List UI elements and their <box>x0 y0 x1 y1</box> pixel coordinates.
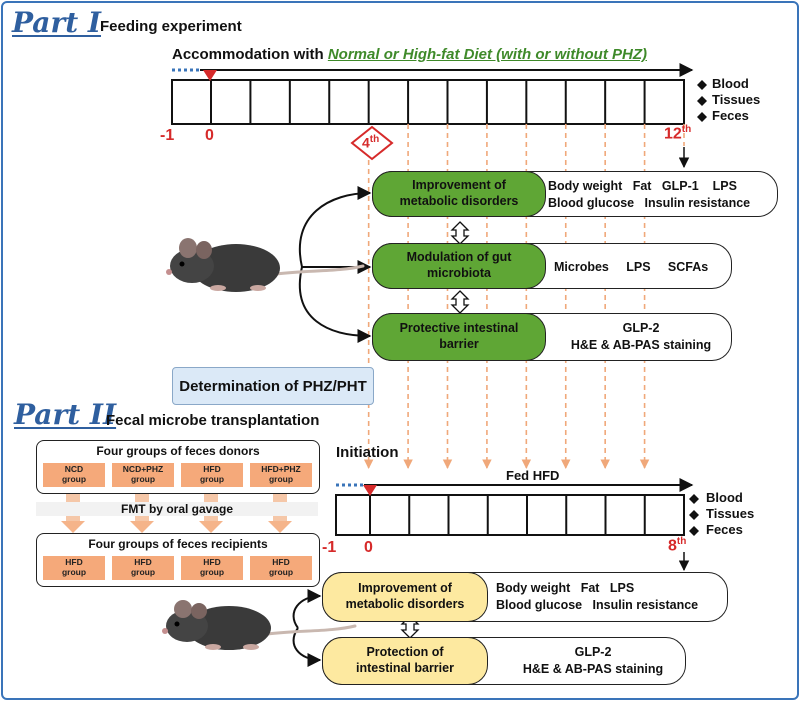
p1-row1-label: Improvement of metabolic disorders <box>372 171 546 217</box>
donor-group: NCD+PHZ group <box>112 463 174 487</box>
p2-row1-desc: Body weight Fat LPS Blood glucose Insuli… <box>496 581 699 612</box>
p2-tick-0: 0 <box>364 539 373 556</box>
accommodation-diet: Normal or High-fat Diet (with or without… <box>327 46 647 63</box>
part1-timeline <box>171 63 694 125</box>
part1-branch-arrows <box>299 186 372 343</box>
p2-sample-feces: Feces <box>706 522 743 537</box>
diamond-bullet-icon <box>689 80 707 536</box>
p2-sample-blood: Blood <box>706 490 743 505</box>
p1-tick-4: 4th <box>362 134 380 151</box>
accommodation-text: Accommodation with Normal or High-fat Di… <box>172 46 647 63</box>
part2-branch-arrows <box>292 589 322 667</box>
p2-sample-tissues: Tissues <box>706 506 755 521</box>
p2-tick-minus1: -1 <box>322 539 337 556</box>
donor-group: NCD group <box>43 463 105 487</box>
time-marker-icon <box>203 70 217 81</box>
donor-group: HFD+PHZ group <box>250 463 312 487</box>
p1-row2-desc: Microbes LPS SCFAs <box>554 260 709 274</box>
part2-timeline <box>335 478 694 536</box>
donors-title: Four groups of feces donors <box>96 444 260 458</box>
mouse-illustration <box>166 238 365 292</box>
initiation-text: Initiation <box>336 444 399 461</box>
time-marker-icon <box>363 485 377 496</box>
p1-row3-desc: GLP-2 H&E & AB-PAS staining <box>570 321 712 352</box>
recipient-group: HFD group <box>112 556 174 580</box>
recipient-group: HFD group <box>181 556 243 580</box>
donors-box: Four groups of feces donors NCD group NC… <box>36 440 320 494</box>
fmt-arrow-head <box>268 521 292 533</box>
recipients-box: Four groups of feces recipients HFD grou… <box>36 533 320 587</box>
p1-tick-0: 0 <box>205 127 214 144</box>
fmt-arrow-head <box>130 521 154 533</box>
part2-title: Fecal microbe transplantation <box>106 412 320 429</box>
p2-row2-label: Protection of intestinal barrier <box>322 637 488 685</box>
p1-tick-12: 12th <box>664 124 692 143</box>
recipient-group: HFD group <box>43 556 105 580</box>
determination-box: Determination of PHZ/PHT <box>172 367 374 405</box>
p1-tick-minus1: -1 <box>160 127 175 144</box>
p2-row2-desc: GLP-2 H&E & AB-PAS staining <box>522 645 664 676</box>
fmt-label: FMT by oral gavage <box>36 502 318 516</box>
p1-row2-label: Modulation of gut microbiota <box>372 243 546 289</box>
accommodation-prefix: Accommodation with <box>172 46 328 63</box>
week4-diamond-icon <box>350 125 394 161</box>
p1-sample-blood: Blood <box>712 76 749 91</box>
part2-label: Part II <box>14 398 117 431</box>
p2-tick-8: 8th <box>668 536 687 555</box>
recipient-group: HFD group <box>250 556 312 580</box>
mouse-illustration <box>162 600 357 650</box>
recipients-title: Four groups of feces recipients <box>88 537 268 551</box>
part1-label: Part I <box>12 6 101 39</box>
p1-row1-desc: Body weight Fat GLP-1 LPS Blood glucose … <box>548 179 751 210</box>
p1-sample-feces: Feces <box>712 108 749 123</box>
donor-group: HFD group <box>181 463 243 487</box>
fmt-arrow-head <box>199 521 223 533</box>
fed-hfd-text: Fed HFD <box>506 468 560 483</box>
fmt-arrow-head <box>61 521 85 533</box>
p1-sample-tissues: Tissues <box>712 92 761 107</box>
p2-row1-label: Improvement of metabolic disorders <box>322 572 488 622</box>
part1-title: Feeding experiment <box>100 18 242 35</box>
p1-row3-label: Protective intestinal barrier <box>372 313 546 361</box>
